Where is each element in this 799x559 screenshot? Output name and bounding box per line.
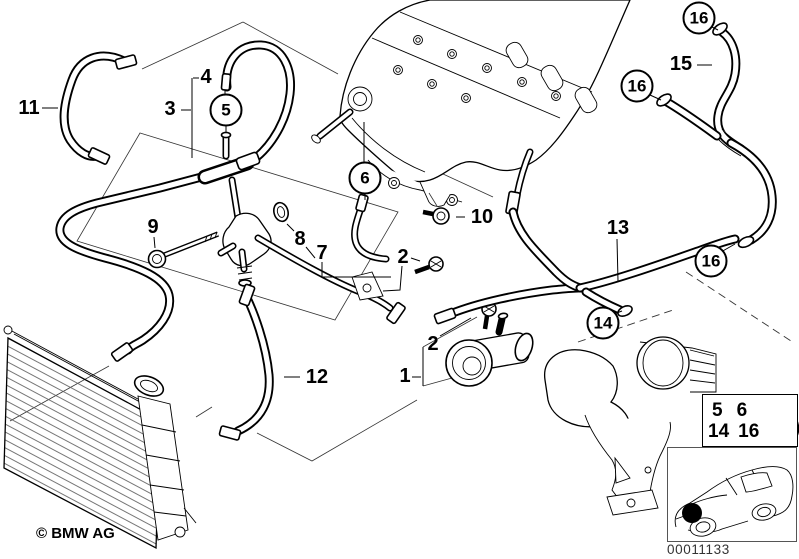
callout-11[interactable]: 11: [18, 97, 40, 119]
callout-6-clamp[interactable]: 6: [348, 161, 382, 195]
radiator-drawing: [3, 325, 197, 550]
hose-13-drawing: [505, 190, 740, 317]
leader-lines: [42, 26, 736, 386]
legend-item-6: 6: [736, 400, 748, 421]
car-location-inset-box: [667, 447, 797, 542]
bolt-9-drawing: [147, 231, 220, 269]
callout-8[interactable]: 8: [294, 228, 306, 250]
clamp-legend-box: 5 6 14 16: [702, 394, 799, 447]
hose-run-drawing: [433, 283, 583, 325]
legend-item-16: 16: [738, 421, 760, 442]
bolt-10-drawing: [422, 192, 450, 225]
callout-1[interactable]: 1: [399, 365, 411, 387]
screw-2a-drawing: [414, 256, 444, 275]
callout-16-left-clamp[interactable]: 16: [620, 69, 654, 103]
callout-7[interactable]: 7: [316, 242, 328, 264]
hose-3-assembly-drawing: [55, 40, 295, 362]
callout-13[interactable]: 13: [606, 217, 630, 239]
callout-10[interactable]: 10: [470, 206, 494, 228]
callout-2a[interactable]: 2: [397, 246, 409, 268]
callout-12[interactable]: 12: [305, 366, 329, 388]
callout-14-clamp[interactable]: 14: [586, 306, 620, 340]
legend-item-5: 5: [712, 400, 723, 421]
hose-15-drawing: [656, 22, 777, 249]
water-connection-1-drawing: [445, 312, 534, 387]
car-inset-drawing: [674, 466, 794, 537]
callout-2b[interactable]: 2: [427, 333, 439, 355]
callout-5-clamp[interactable]: 5: [209, 93, 243, 127]
callout-3[interactable]: 3: [164, 98, 176, 120]
legend-row-2: 14 16: [703, 422, 759, 441]
callout-9[interactable]: 9: [147, 216, 159, 238]
throttle-body-drawing: [544, 336, 717, 516]
o-ring-8-drawing: [273, 201, 289, 223]
callout-16-top-clamp[interactable]: 16: [682, 1, 716, 35]
location-marker-dot: [682, 503, 702, 523]
copyright-text: © BMW AG: [36, 525, 115, 542]
engine-nuts: [393, 35, 561, 103]
hose-12-drawing: [218, 283, 274, 441]
engine-intake-ports: [505, 41, 598, 114]
callout-16-bottom-clamp[interactable]: 16: [694, 244, 728, 278]
fitting-4: [220, 73, 232, 91]
legend-item-14: 14: [708, 421, 730, 442]
legend-row-1: 5 6: [703, 401, 747, 420]
callout-15[interactable]: 15: [669, 53, 693, 75]
engine-cylinder-head-drawing: [311, 0, 631, 207]
hose-11-drawing: [59, 51, 138, 165]
thermostat-junction-drawing: [217, 176, 406, 325]
callout-4[interactable]: 4: [200, 66, 212, 88]
image-id-text: 00011133: [667, 542, 730, 557]
